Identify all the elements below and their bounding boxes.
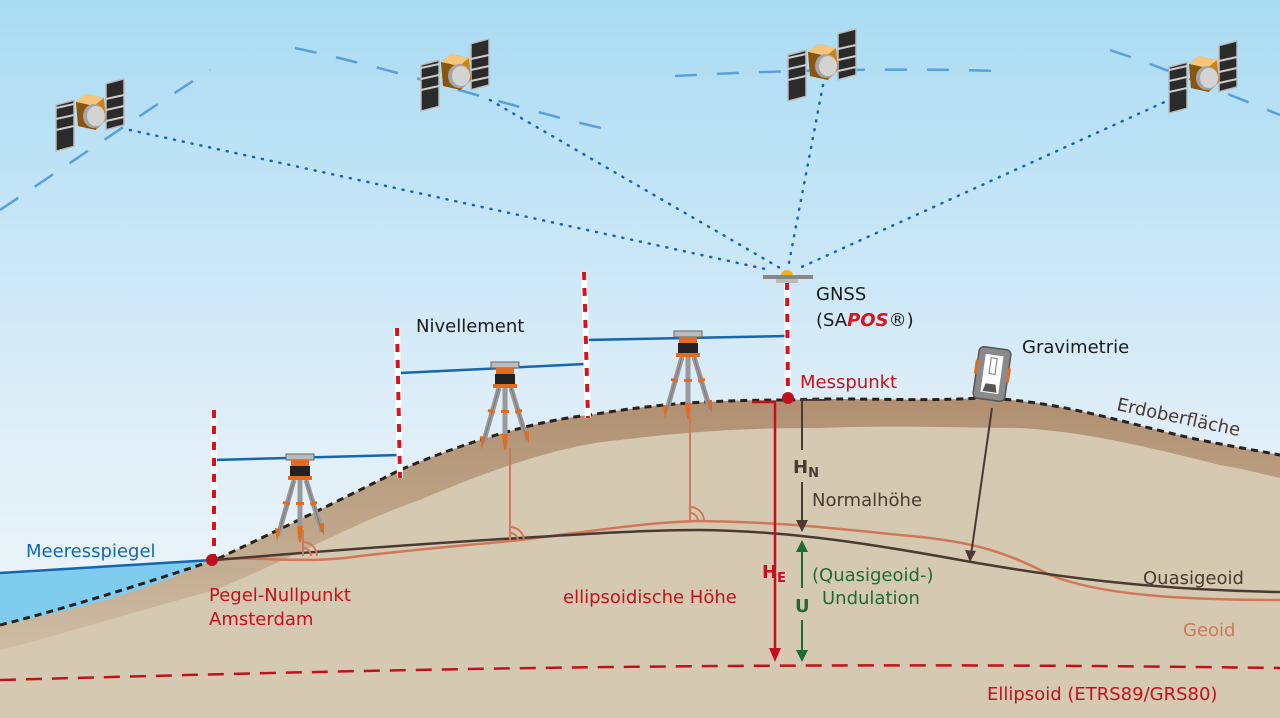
levelling-label: Nivellement [416,316,524,337]
plumb-lines [302,408,705,557]
gravimetry-label: Gravimetrie [1022,337,1129,358]
sapos-label: (SAPOS®) [816,310,914,331]
gnss-signal-lines [128,83,1182,272]
sea [0,560,212,625]
undulation-symbol: U [795,596,810,617]
normal-height-symbol: HN [793,457,819,481]
normal-height-bracket [801,399,825,450]
ellipsoidal-height-label: ellipsoidische Höhe [563,587,737,608]
gravimeter-icon [972,345,1012,403]
sea-level-label: Meeresspiegel [26,541,156,562]
tide-gauge-zero-marker [206,554,218,566]
gravity-arrow [970,407,993,556]
undulation-arrow-down [796,650,808,662]
sea-level-line [0,558,213,575]
ellipsoidal-height-arrow [769,648,781,662]
earth-surface-line [0,396,1280,627]
measuring-point-marker [782,392,794,404]
measuring-point-label: Messpunkt [800,372,897,393]
normal-height-arrow [796,520,808,532]
geoid-label: Geoid [1183,620,1235,641]
ellipsoid-line [0,664,1280,682]
gravity-arrow-head [965,550,976,562]
ellipsoidal-height-symbol: HE [762,562,786,586]
undulation-label-line1: (Quasigeoid-) [812,565,933,586]
levelling-staffs [211,271,791,560]
tide-gauge-label-line2: Amsterdam [209,609,313,630]
geoid-line [214,519,1280,602]
gnss-label: GNSS [816,284,866,305]
ellipsoid-label: Ellipsoid (ETRS89/GRS80) [987,684,1217,705]
undulation-arrow-up [796,540,808,552]
ellipsoidal-height-bracket [752,400,777,652]
quasigeoid-label: Quasigeoid [1143,568,1244,589]
gnss-antenna-icon [763,270,813,283]
quasigeoid-line [214,528,1280,594]
undulation-label-line2: Undulation [822,588,920,609]
ground [0,426,1280,718]
normal-height-label: Normalhöhe [812,490,922,511]
tide-gauge-label-line1: Pegel-Nullpunkt [209,585,351,606]
